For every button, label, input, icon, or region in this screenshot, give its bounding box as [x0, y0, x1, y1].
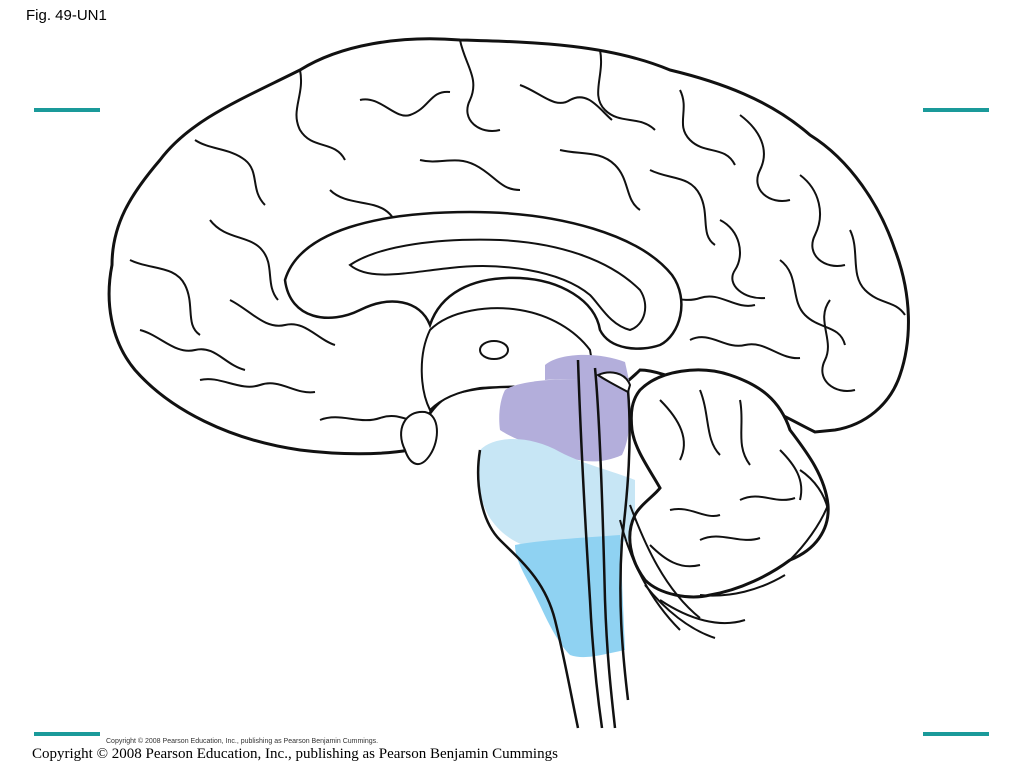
lateral-ventricle-outline [348, 238, 647, 332]
copyright-large: Copyright © 2008 Pearson Education, Inc.… [32, 746, 558, 762]
intermediate-mass [479, 340, 509, 360]
spinal-cord-line-3 [619, 389, 631, 701]
pituitary-lobe [400, 410, 438, 465]
figure-label: Fig. 49-UN1 [26, 7, 107, 24]
fourth-ventricle [595, 371, 632, 394]
pons-region [477, 438, 635, 550]
spinal-cord-line-2 [593, 367, 617, 729]
decorative-rule-top-left [34, 108, 100, 112]
decorative-rule-bottom-left [34, 732, 100, 736]
decorative-rule-top-right [923, 108, 989, 112]
spinal-cord-line-1 [576, 359, 604, 729]
decorative-rule-bottom-right [923, 732, 989, 736]
cortical-folds [129, 39, 906, 423]
corpus-callosum [283, 210, 683, 350]
copyright-small: Copyright © 2008 Pearson Education, Inc.… [106, 738, 379, 745]
medulla-region [515, 535, 625, 658]
cerebellum-folia [649, 389, 803, 568]
cerebellum-lamellae [619, 469, 829, 639]
brainstem-outline [476, 449, 580, 729]
